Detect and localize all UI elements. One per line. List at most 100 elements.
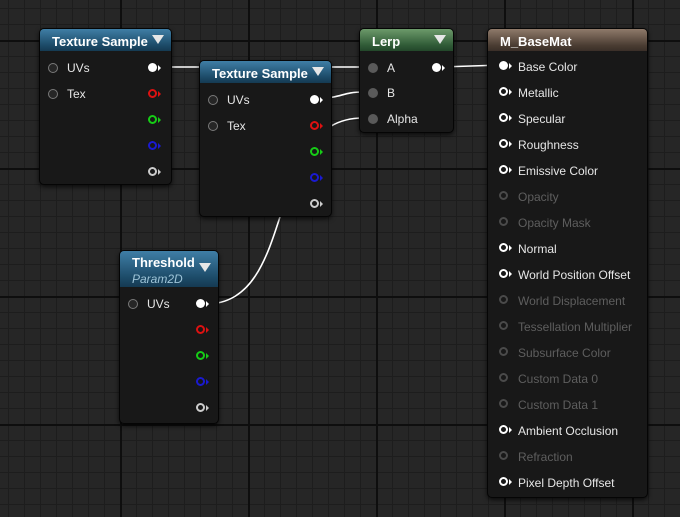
b-input-label: B xyxy=(387,86,396,100)
rgb-output-pin[interactable] xyxy=(148,63,157,72)
red-output-arrow-icon xyxy=(158,91,161,97)
red-output-arrow-icon xyxy=(320,123,323,129)
alpha-input-pin[interactable] xyxy=(368,114,378,124)
node-header[interactable]: Texture Sample xyxy=(200,61,331,83)
blue-output-arrow-icon xyxy=(206,379,209,385)
base-color-input-label: Base Color xyxy=(518,60,578,74)
uvs-input-label: UVs xyxy=(67,61,90,75)
tex-input-pin[interactable] xyxy=(208,121,218,131)
red-output-pin[interactable] xyxy=(196,325,205,334)
alpha-output-pin[interactable] xyxy=(148,167,157,176)
opacity-mask-input-label: Opacity Mask xyxy=(518,216,591,230)
result-output-arrow-icon xyxy=(442,65,445,71)
node-header[interactable]: M_BaseMat xyxy=(488,29,647,51)
world-displacement-input-label: World Displacement xyxy=(518,294,626,308)
pixel-depth-offset-input-label: Pixel Depth Offset xyxy=(518,476,615,490)
tessellation-multiplier-input-pin[interactable] xyxy=(499,321,508,330)
result-output-pin[interactable] xyxy=(432,63,441,72)
rgb-output-pin[interactable] xyxy=(196,299,205,308)
rgb-output-arrow-icon xyxy=(206,301,209,307)
refraction-input-pin[interactable] xyxy=(499,451,508,460)
alpha-output-pin[interactable] xyxy=(310,199,319,208)
rgb-output-pin[interactable] xyxy=(310,95,319,104)
input-arrow-icon xyxy=(509,167,512,173)
chevron-down-icon[interactable] xyxy=(434,35,446,44)
metallic-input-label: Metallic xyxy=(518,86,559,100)
ambient-occlusion-input-label: Ambient Occlusion xyxy=(518,424,619,438)
green-output-arrow-icon xyxy=(320,149,323,155)
lerp-node[interactable]: Lerp A B Alpha xyxy=(359,28,454,133)
custom-data-1-input-label: Custom Data 1 xyxy=(518,398,599,412)
chevron-down-icon[interactable] xyxy=(199,263,211,272)
input-arrow-icon xyxy=(509,271,512,277)
node-header[interactable]: Texture Sample xyxy=(40,29,171,51)
texture-sample-node-1[interactable]: Texture Sample UVs Tex xyxy=(39,28,172,185)
chevron-down-icon[interactable] xyxy=(312,67,324,76)
a-input-label: A xyxy=(387,61,396,75)
blue-output-arrow-icon xyxy=(320,175,323,181)
b-input-pin[interactable] xyxy=(368,88,378,98)
red-output-pin[interactable] xyxy=(148,89,157,98)
input-arrow-icon xyxy=(509,245,512,251)
node-title: Threshold xyxy=(132,255,195,270)
threshold-param2d-node[interactable]: Threshold Param2D UVs xyxy=(119,250,219,424)
opacity-mask-input-pin[interactable] xyxy=(499,217,508,226)
alpha-output-pin[interactable] xyxy=(196,403,205,412)
blue-output-pin[interactable] xyxy=(148,141,157,150)
world-displacement-input-pin[interactable] xyxy=(499,295,508,304)
red-output-pin[interactable] xyxy=(310,121,319,130)
uvs-input-pin[interactable] xyxy=(208,95,218,105)
metallic-input-pin[interactable] xyxy=(499,87,508,96)
custom-data-0-input-label: Custom Data 0 xyxy=(518,372,599,386)
node-header[interactable]: Threshold Param2D xyxy=(120,251,218,287)
ambient-occlusion-input-pin[interactable] xyxy=(499,425,508,434)
tex-input-pin[interactable] xyxy=(48,89,58,99)
subsurface-color-input-label: Subsurface Color xyxy=(518,346,611,360)
node-title: Lerp xyxy=(372,34,401,49)
uvs-input-pin[interactable] xyxy=(128,299,138,309)
chevron-down-icon[interactable] xyxy=(152,35,164,44)
input-arrow-icon xyxy=(509,115,512,121)
custom-data-1-input-pin[interactable] xyxy=(499,399,508,408)
base-color-input-pin[interactable] xyxy=(499,61,508,70)
alpha-output-arrow-icon xyxy=(320,201,323,207)
custom-data-0-input-pin[interactable] xyxy=(499,373,508,382)
a-input-pin[interactable] xyxy=(368,63,378,73)
node-title: M_BaseMat xyxy=(500,34,572,49)
input-arrow-icon xyxy=(509,479,512,485)
specular-input-label: Specular xyxy=(518,112,566,126)
blue-output-arrow-icon xyxy=(158,143,161,149)
green-output-pin[interactable] xyxy=(148,115,157,124)
texture-sample-node-2[interactable]: Texture Sample UVs Tex xyxy=(199,60,332,217)
input-arrow-icon xyxy=(509,63,512,69)
normal-input-pin[interactable] xyxy=(499,243,508,252)
tessellation-multiplier-input-label: Tessellation Multiplier xyxy=(518,320,633,334)
uvs-input-label: UVs xyxy=(227,93,250,107)
alpha-input-label: Alpha xyxy=(387,112,418,126)
roughness-input-pin[interactable] xyxy=(499,139,508,148)
blue-output-pin[interactable] xyxy=(196,377,205,386)
opacity-input-pin[interactable] xyxy=(499,191,508,200)
opacity-input-label: Opacity xyxy=(518,190,559,204)
pixel-depth-offset-input-pin[interactable] xyxy=(499,477,508,486)
subsurface-color-input-pin[interactable] xyxy=(499,347,508,356)
green-output-pin[interactable] xyxy=(196,351,205,360)
world-position-offset-input-label: World Position Offset xyxy=(518,268,631,282)
specular-input-pin[interactable] xyxy=(499,113,508,122)
alpha-output-arrow-icon xyxy=(158,169,161,175)
rgb-output-arrow-icon xyxy=(320,97,323,103)
normal-input-label: Normal xyxy=(518,242,557,256)
node-header[interactable]: Lerp xyxy=(360,29,453,51)
red-output-arrow-icon xyxy=(206,327,209,333)
green-output-pin[interactable] xyxy=(310,147,319,156)
refraction-input-label: Refraction xyxy=(518,450,573,464)
blue-output-pin[interactable] xyxy=(310,173,319,182)
emissive-color-input-pin[interactable] xyxy=(499,165,508,174)
uvs-input-pin[interactable] xyxy=(48,63,58,73)
input-arrow-icon xyxy=(509,141,512,147)
node-title: Texture Sample xyxy=(212,66,308,81)
uvs-input-label: UVs xyxy=(147,297,170,311)
world-position-offset-input-pin[interactable] xyxy=(499,269,508,278)
green-output-arrow-icon xyxy=(206,353,209,359)
